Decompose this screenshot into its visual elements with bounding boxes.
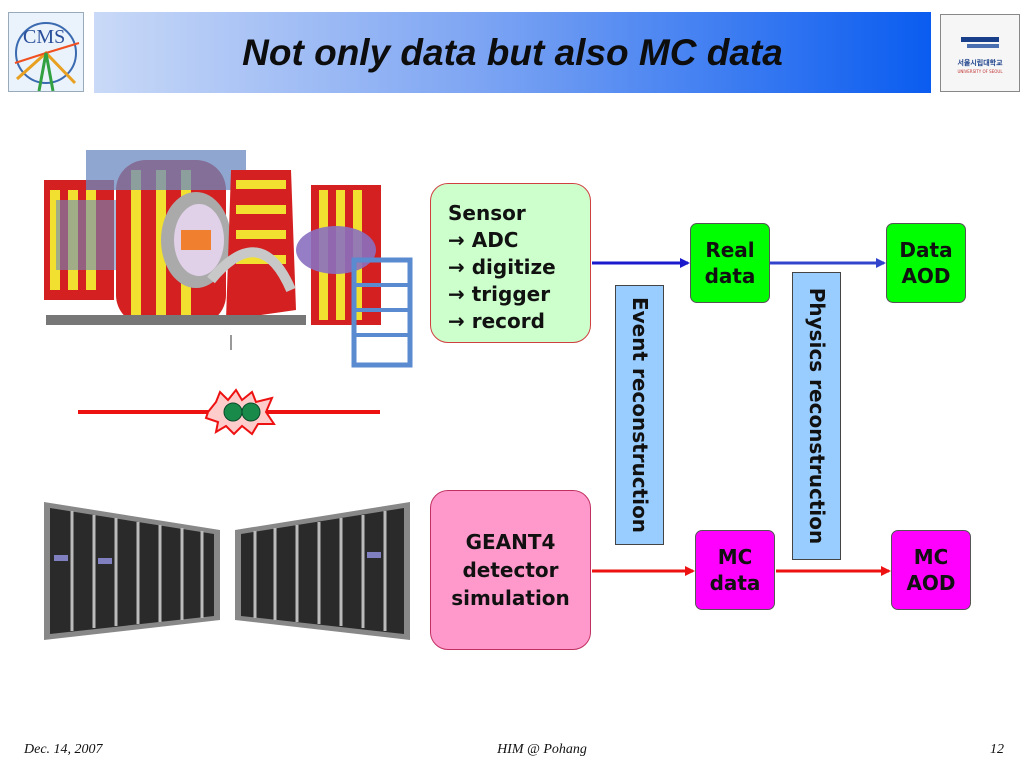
footer-center: HIM @ Pohang	[497, 742, 587, 757]
mc-aod-line2: AOD	[906, 571, 956, 595]
server-racks-right	[235, 500, 410, 640]
beam-collision	[78, 388, 380, 436]
data-aod-line1: Data	[899, 238, 953, 262]
event-reconstruction-box: Event reconstruction	[615, 285, 664, 545]
geant4-simulation: simulation	[451, 586, 570, 610]
university-logo: 서울시립대학교 UNIVERSITY OF SEOUL	[940, 14, 1020, 92]
mc-aod-box: MC AOD	[891, 530, 971, 610]
title-bar	[94, 12, 931, 93]
data-aod-line2: AOD	[901, 264, 951, 288]
mc-aod-line1: MC	[913, 545, 949, 569]
particle-icon	[241, 402, 261, 422]
cms-logo-text: CMS	[23, 26, 65, 48]
real-data-line2: data	[704, 264, 756, 288]
physics-reconstruction-box: Physics reconstruction	[792, 272, 841, 560]
detector-illustration	[36, 140, 414, 370]
mc-data-line1: MC	[717, 545, 753, 569]
server-racks-left	[44, 500, 220, 640]
real-data-line1: Real	[705, 238, 755, 262]
sensor-step-digitize: → digitize	[448, 255, 556, 279]
geant4-box: GEANT4 detector simulation	[430, 490, 591, 650]
sensor-step-record: → record	[448, 309, 545, 333]
university-logo-subtext: UNIVERSITY OF SEOUL	[957, 69, 1003, 74]
data-aod-box: Data AOD	[886, 223, 966, 303]
sensor-box: Sensor → ADC → digitize → trigger → reco…	[430, 183, 591, 343]
physics-reconstruction-label: Physics reconstruction	[804, 287, 829, 545]
mc-data-box: MC data	[695, 530, 775, 610]
cms-logo: CMS	[8, 12, 84, 92]
sensor-step-trigger: → trigger	[448, 282, 551, 306]
university-logo-text: 서울시립대학교	[957, 58, 1003, 67]
page-number: 12	[990, 742, 1004, 757]
page-title: Not only data but also MC data	[242, 31, 783, 73]
sensor-label: Sensor	[448, 201, 526, 225]
event-reconstruction-label: Event reconstruction	[627, 296, 652, 534]
real-data-box: Real data	[690, 223, 770, 303]
mc-data-line2: data	[709, 571, 761, 595]
geant4-label: GEANT4	[465, 530, 556, 554]
sensor-step-adc: → ADC	[448, 228, 519, 252]
footer-date: Dec. 14, 2007	[24, 742, 103, 757]
geant4-detector: detector	[462, 558, 559, 582]
